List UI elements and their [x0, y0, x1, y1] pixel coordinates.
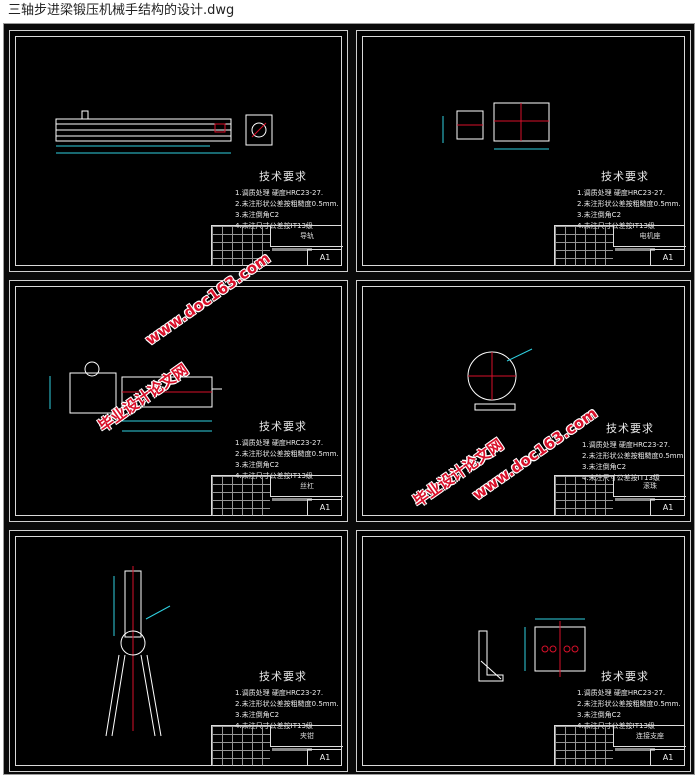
part-name: 滚珠: [613, 476, 686, 497]
tech-req-note: 4.未注尺寸公差按IT13级: [582, 474, 660, 482]
tech-req-title: 技术要求: [259, 420, 307, 433]
tech-req-note: 3.未注倒角C2: [235, 461, 280, 469]
tech-req-note: 4.未注尺寸公差按IT13级: [577, 222, 655, 230]
tech-req-title: 技术要求: [601, 670, 649, 683]
tech-req-note: 1.调质处理 硬度HRC23-27.: [235, 689, 324, 697]
window-title: 三轴步进梁锻压机械手结构的设计.dwg: [8, 3, 235, 18]
tech-req-title: 技术要求: [259, 170, 307, 183]
technical-requirements: 技术要求 1.调质处理 硬度HRC23-27. 2.未注形状公差按粗糙度0.5m…: [235, 421, 339, 482]
sheet-size: A1: [650, 249, 685, 266]
title-block-rule: [615, 498, 655, 501]
tech-req-note: 2.未注形状公差按粗糙度0.5mm.: [235, 700, 339, 708]
tech-req-note: 4.未注尺寸公差按IT13级: [235, 222, 313, 230]
tech-req-title: 技术要求: [606, 422, 654, 435]
title-block: 滚珠 A1: [554, 475, 686, 516]
title-block-rule: [615, 748, 655, 751]
tech-req-note: 2.未注形状公差按粗糙度0.5mm.: [235, 200, 339, 208]
title-block-grid: [555, 476, 613, 516]
part-name: 丝杠: [270, 476, 343, 497]
tech-req-note: 1.调质处理 硬度HRC23-27.: [582, 441, 671, 449]
title-block-grid: [555, 726, 613, 766]
lead-screw-drawing: [49, 361, 222, 432]
title-block-grid: [212, 226, 270, 266]
sheet-border: [15, 286, 342, 516]
part-name: 夹钳: [270, 726, 343, 747]
tech-req-note: 4.未注尺寸公差按IT13级: [577, 722, 655, 730]
connecting-bracket-drawing: [478, 618, 586, 682]
title-block: 丝杠 A1: [211, 475, 343, 516]
window-title-bar: 三轴步进梁锻压机械手结构的设计.dwg: [0, 0, 698, 22]
sheet-size: A1: [307, 499, 342, 516]
technical-requirements: 技术要求 1.调质处理 硬度HRC23-27. 2.未注形状公差按粗糙度0.5m…: [582, 423, 686, 484]
tech-req-note: 4.未注尺寸公差按IT13级: [235, 722, 313, 730]
technical-requirements: 技术要求 1.调质处理 硬度HRC23-27. 2.未注形状公差按粗糙度0.5m…: [577, 171, 681, 232]
sheet-border: [15, 536, 342, 766]
tech-req-note: 2.未注形状公差按粗糙度0.5mm.: [577, 200, 681, 208]
drawing-sheet-5[interactable]: 技术要求 1.调质处理 硬度HRC23-27. 2.未注形状公差按粗糙度0.5m…: [9, 530, 348, 772]
guide-rail-drawing: [55, 110, 273, 154]
title-block-grid: [555, 226, 613, 266]
tech-req-note: 3.未注倒角C2: [235, 711, 280, 719]
drawing-sheet-6[interactable]: 技术要求 1.调质处理 硬度HRC23-27. 2.未注形状公差按粗糙度0.5m…: [356, 530, 691, 772]
tech-req-note: 1.调质处理 硬度HRC23-27.: [577, 189, 666, 197]
tech-req-title: 技术要求: [601, 170, 649, 183]
title-block: 电机座 A1: [554, 225, 686, 266]
tech-req-note: 2.未注形状公差按粗糙度0.5mm.: [577, 700, 681, 708]
tech-req-note: 3.未注倒角C2: [582, 463, 627, 471]
drawing-sheet-4[interactable]: 技术要求 1.调质处理 硬度HRC23-27. 2.未注形状公差按粗糙度0.5m…: [356, 280, 691, 522]
title-block-rule: [615, 248, 655, 251]
part-name: 连接支座: [613, 726, 686, 747]
title-block: 夹钳 A1: [211, 725, 343, 766]
technical-requirements: 技术要求 1.调质处理 硬度HRC23-27. 2.未注形状公差按粗糙度0.5m…: [235, 671, 339, 732]
sheet-border: [362, 36, 685, 266]
sheet-border: [362, 536, 685, 766]
title-block: 连接支座 A1: [554, 725, 686, 766]
title-block-rule: [272, 248, 312, 251]
title-block-rule: [272, 748, 312, 751]
part-name: 导轨: [270, 226, 343, 247]
sheet-size: A1: [307, 249, 342, 266]
ball-drawing: [467, 348, 533, 411]
tech-req-note: 1.调质处理 硬度HRC23-27.: [235, 189, 324, 197]
motor-seat-drawing: [442, 102, 550, 150]
drawing-sheet-3[interactable]: 技术要求 1.调质处理 硬度HRC23-27. 2.未注形状公差按粗糙度0.5m…: [9, 280, 348, 522]
tech-req-note: 1.调质处理 硬度HRC23-27.: [577, 689, 666, 697]
title-block-grid: [212, 726, 270, 766]
gripper-drawing: [105, 566, 171, 737]
tech-req-note: 4.未注尺寸公差按IT13级: [235, 472, 313, 480]
drawing-sheet-1[interactable]: 技术要求 1.调质处理 硬度HRC23-27. 2.未注形状公差按粗糙度0.5m…: [9, 30, 348, 272]
technical-requirements: 技术要求 1.调质处理 硬度HRC23-27. 2.未注形状公差按粗糙度0.5m…: [235, 171, 339, 232]
sheet-size: A1: [650, 499, 685, 516]
title-block-grid: [212, 476, 270, 516]
sheet-size: A1: [307, 749, 342, 766]
part-name: 电机座: [613, 226, 686, 247]
tech-req-title: 技术要求: [259, 670, 307, 683]
drawing-sheet-2[interactable]: 技术要求 1.调质处理 硬度HRC23-27. 2.未注形状公差按粗糙度0.5m…: [356, 30, 691, 272]
technical-requirements: 技术要求 1.调质处理 硬度HRC23-27. 2.未注形状公差按粗糙度0.5m…: [577, 671, 681, 732]
title-block: 导轨 A1: [211, 225, 343, 266]
tech-req-note: 1.调质处理 硬度HRC23-27.: [235, 439, 324, 447]
sheet-border: [15, 36, 342, 266]
title-block-rule: [272, 498, 312, 501]
sheet-border: [362, 286, 685, 516]
tech-req-note: 3.未注倒角C2: [577, 211, 622, 219]
tech-req-note: 3.未注倒角C2: [577, 711, 622, 719]
tech-req-note: 2.未注形状公差按粗糙度0.5mm.: [582, 452, 686, 460]
tech-req-note: 2.未注形状公差按粗糙度0.5mm.: [235, 450, 339, 458]
drawing-preview-area: 技术要求 1.调质处理 硬度HRC23-27. 2.未注形状公差按粗糙度0.5m…: [3, 23, 695, 775]
sheet-size: A1: [650, 749, 685, 766]
tech-req-note: 3.未注倒角C2: [235, 211, 280, 219]
